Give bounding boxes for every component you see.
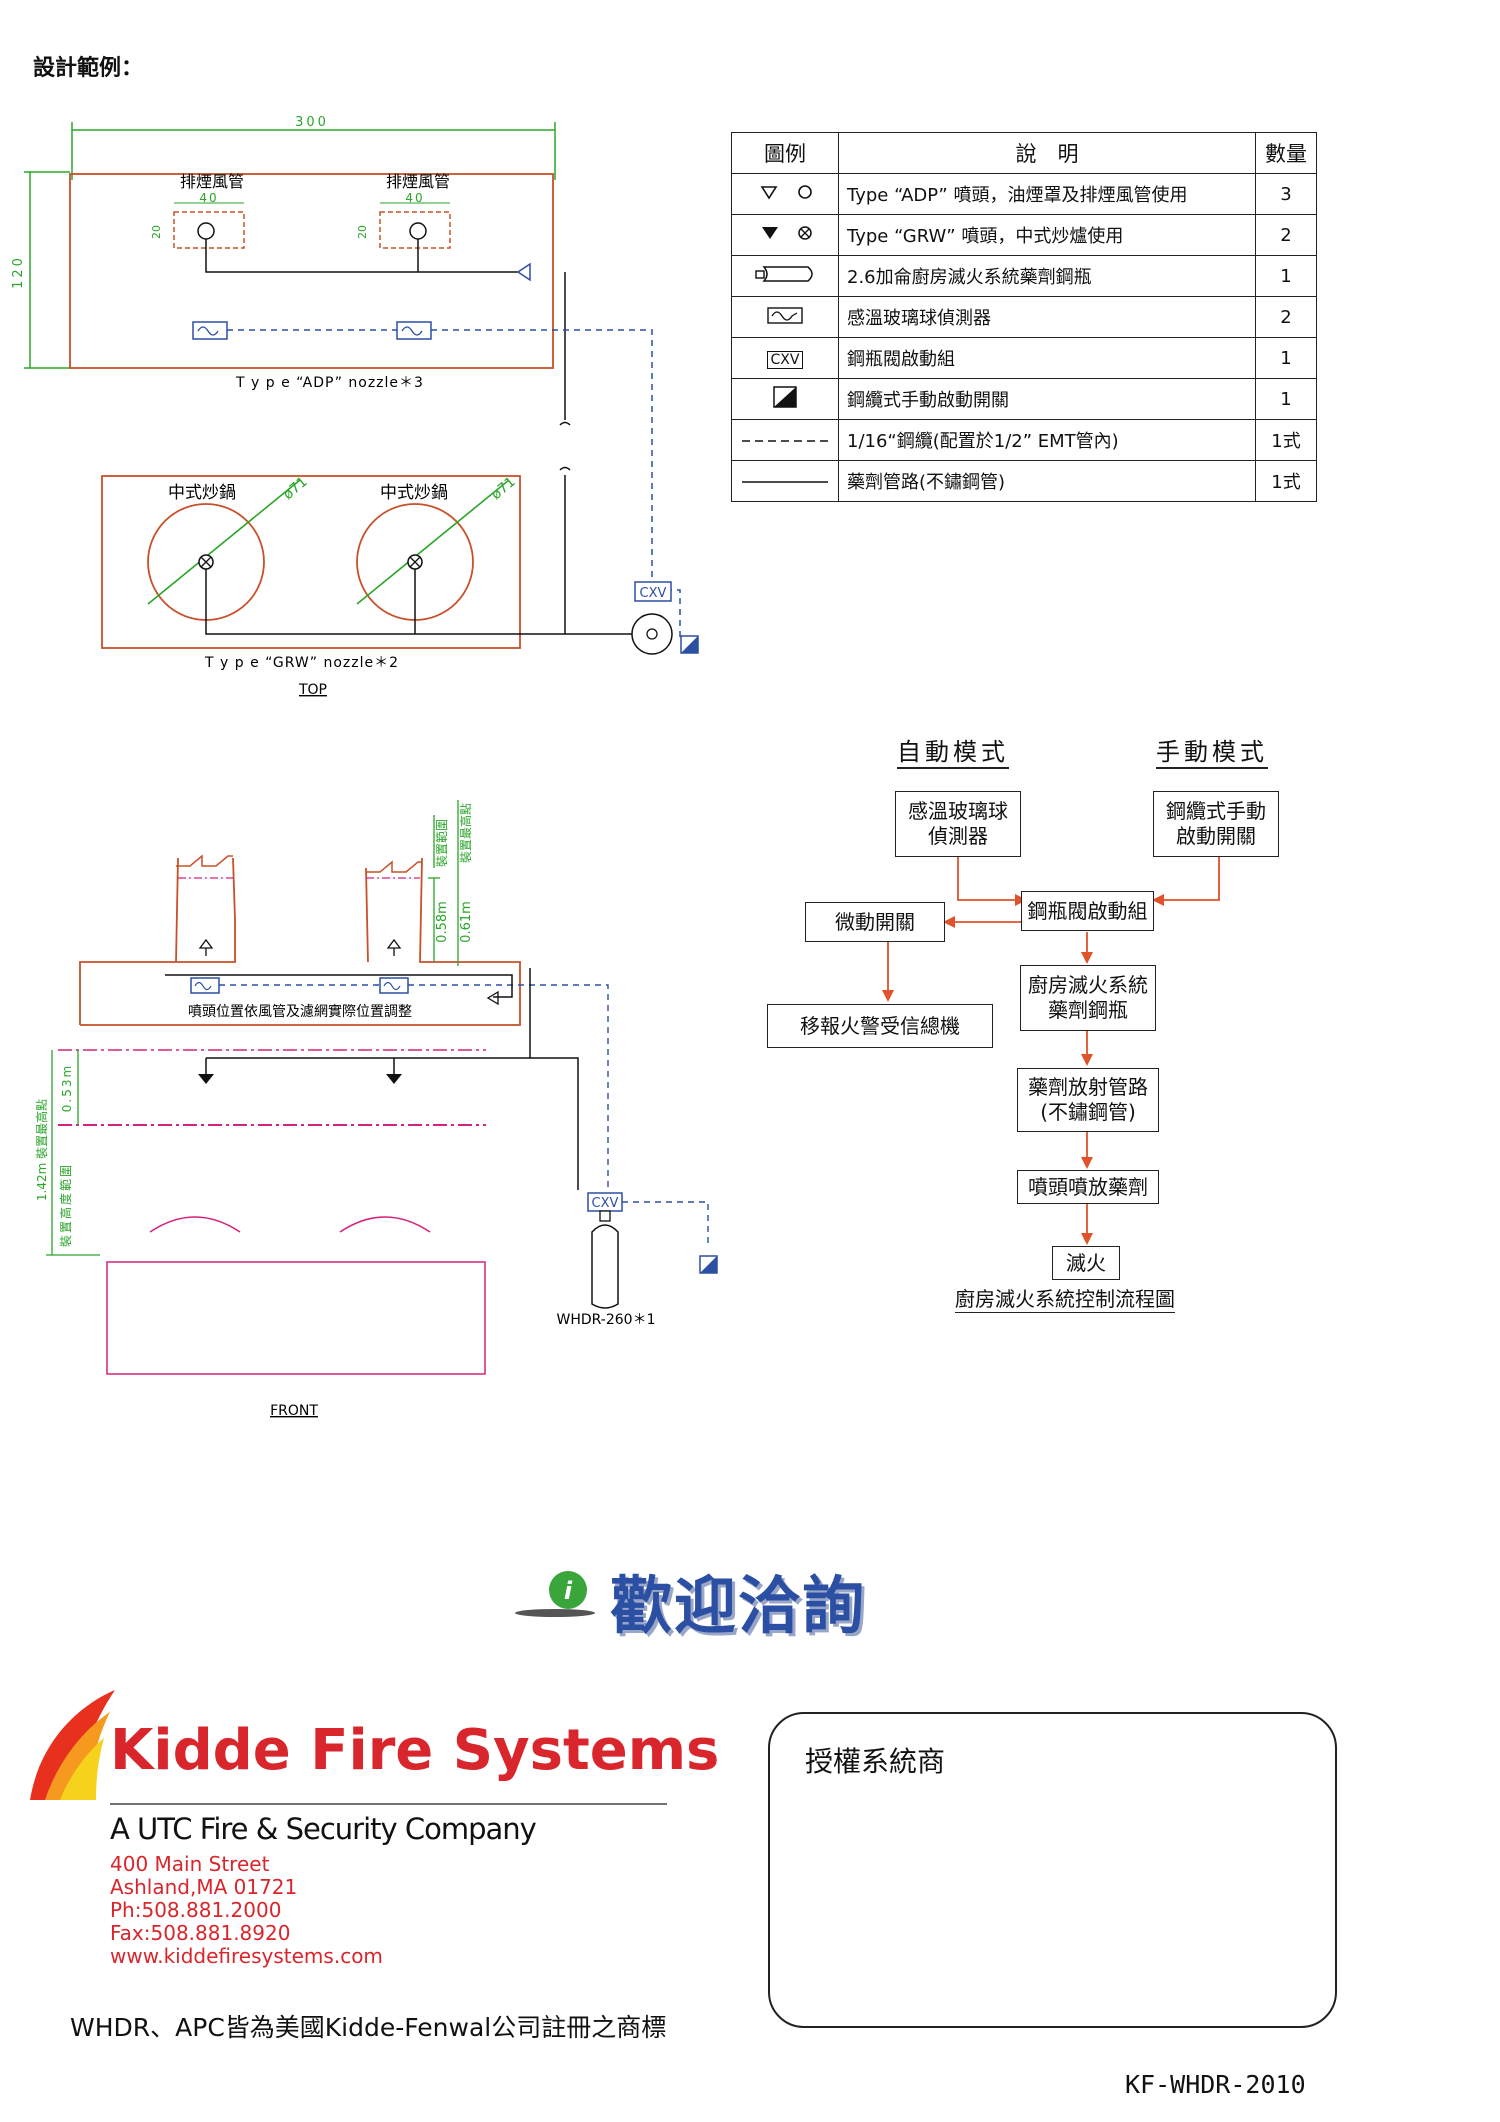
flow-discharge: 噴頭噴放藥劑 xyxy=(1017,1170,1159,1204)
legend-row: Type “ADP” 噴頭，油煙罩及排煙風管使用 3 xyxy=(731,173,1317,215)
address-phone: Ph:508.881.2000 xyxy=(110,1898,282,1922)
grw-caption: T y p e “GRW” nozzle＊2 xyxy=(204,655,399,671)
address-street: 400 Main Street xyxy=(110,1852,270,1876)
dim-053: 0.53m xyxy=(60,1064,74,1112)
legend-desc: 藥劑管路(不鏽鋼管) xyxy=(838,460,1256,502)
cylinder-caption: WHDR-260＊1 xyxy=(557,1312,656,1328)
legend-desc: 1/16“鋼纜(配置於1/2” EMT管內) xyxy=(838,419,1256,461)
wok-label-1: 中式炒鍋 xyxy=(168,483,236,503)
legend-row: 鋼纜式手動啟動開關 1 xyxy=(731,378,1317,420)
hood-label-1: 排煙風管 xyxy=(180,172,244,191)
flow-valve: 鋼瓶閥啟動組 xyxy=(1021,891,1154,931)
dim-058: 0.58m xyxy=(435,901,450,943)
dealer-box xyxy=(768,1712,1337,2028)
solid-line-icon xyxy=(731,460,839,502)
adp-caption: T y p e “ADP” nozzle＊3 xyxy=(235,375,424,391)
legend-row: 1/16“鋼纜(配置於1/2” EMT管內) 1式 xyxy=(731,419,1317,461)
legend-header-desc: 說 明 xyxy=(838,132,1256,174)
address-city: Ashland,MA 01721 xyxy=(110,1875,298,1899)
hood-label-2: 排煙風管 xyxy=(386,172,450,191)
legend-desc: 感溫玻璃球偵測器 xyxy=(838,296,1256,338)
flow-extinguish: 滅火 xyxy=(1052,1246,1120,1280)
kidde-flame-logo xyxy=(30,1690,667,1805)
auto-mode-label: 自動模式 xyxy=(897,732,1009,769)
info-icon: i xyxy=(515,1571,595,1617)
wok-dim-2: ø71 xyxy=(488,474,519,503)
manual-switch-icon xyxy=(731,378,839,420)
address-fax: Fax:508.881.8920 xyxy=(110,1921,291,1945)
label-install-height: 裝置最高點 xyxy=(458,803,473,863)
grw-nozzle-icon xyxy=(731,214,839,256)
legend-qty: 1 xyxy=(1255,378,1317,420)
duct-side-1: 20 xyxy=(150,225,163,239)
detector-icon xyxy=(731,296,839,338)
adp-nozzle-icon xyxy=(731,173,839,215)
dashed-line-icon xyxy=(731,419,839,461)
dim-142: 1.42m 裝置最高點 xyxy=(34,1099,49,1201)
legend-header-qty: 數量 xyxy=(1255,132,1317,174)
label-install-range: 裝置範圍 xyxy=(434,819,449,867)
label-height-range: 裝置高度範圍 xyxy=(58,1163,73,1247)
flow-pipe: 藥劑放射管路 (不鏽鋼管) xyxy=(1017,1068,1159,1132)
welcome-text: 歡迎洽詢 xyxy=(610,1569,867,1642)
flow-micro-switch: 微動開關 xyxy=(805,902,945,942)
trademark-notice: WHDR、APC皆為美國Kidde-Fenwal公司註冊之商標 xyxy=(70,2013,667,2042)
wok-label-2: 中式炒鍋 xyxy=(380,483,448,503)
dim-061: 0.61m xyxy=(459,901,474,943)
legend-desc: Type “GRW” 噴頭，中式炒爐使用 xyxy=(838,214,1256,256)
legend-desc: 鋼纜式手動啟動開關 xyxy=(838,378,1256,420)
legend-row: 2.6加侖廚房滅火系統藥劑鋼瓶 1 xyxy=(731,255,1317,297)
front-note: 噴頭位置依風管及濾網實際位置調整 xyxy=(188,1003,412,1020)
legend-row: CXV 鋼瓶閥啟動組 1 xyxy=(731,337,1317,379)
top-view-label: TOP xyxy=(298,682,327,698)
wok-dim-1: ø71 xyxy=(280,474,311,503)
legend-qty: 1式 xyxy=(1255,460,1317,502)
legend-qty: 1 xyxy=(1255,255,1317,297)
legend-header: 圖例 說 明 數量 xyxy=(731,132,1317,174)
legend-qty: 1式 xyxy=(1255,419,1317,461)
legend-desc: Type “ADP” 噴頭，油煙罩及排煙風管使用 xyxy=(838,173,1256,215)
duct-dim-1: 40 xyxy=(199,191,218,205)
legend-row: Type “GRW” 噴頭，中式炒爐使用 2 xyxy=(731,214,1317,256)
flow-alarm: 移報火警受信總機 xyxy=(767,1004,993,1048)
cxv-symbol-text: CXV xyxy=(766,350,804,369)
flow-cylinder: 廚房滅火系統 藥劑鋼瓶 xyxy=(1020,965,1156,1031)
flow-manual-switch: 鋼纜式手動 啟動開關 xyxy=(1153,791,1279,857)
legend-header-symbol: 圖例 xyxy=(731,132,839,174)
duct-side-2: 20 xyxy=(356,225,369,239)
document-id: KF-WHDR-2010 xyxy=(1125,2070,1306,2099)
front-view: 0.58m 0.61m 裝置範圍 裝置最高點 噴頭位置依風管及濾網實際位置調整 xyxy=(34,800,718,1419)
flow-detector: 感溫玻璃球 偵測器 xyxy=(895,791,1021,857)
flowchart-title: 廚房滅火系統控制流程圖 xyxy=(955,1283,1175,1313)
address-website: www.kiddefiresystems.com xyxy=(110,1944,383,1968)
dealer-label: 授權系統商 xyxy=(805,1745,946,1778)
legend-desc: 2.6加侖廚房滅火系統藥劑鋼瓶 xyxy=(838,255,1256,297)
brand-name: Kidde Fire Systems xyxy=(110,1718,720,1783)
legend-row: 感溫玻璃球偵測器 2 xyxy=(731,296,1317,338)
top-view: 300 120 排煙風管 排煙風管 40 40 20 20 xyxy=(11,115,699,698)
front-view-label: FRONT xyxy=(270,1403,318,1419)
company-tagline: A UTC Fire & Security Company xyxy=(110,1812,537,1846)
cxv-icon: CXV xyxy=(731,337,839,379)
legend-qty: 1 xyxy=(1255,337,1317,379)
svg-text:i: i xyxy=(564,1577,573,1605)
legend-qty: 2 xyxy=(1255,296,1317,338)
duct-dim-2: 40 xyxy=(405,191,424,205)
legend-desc: 鋼瓶閥啟動組 xyxy=(838,337,1256,379)
top-width-dim: 300 xyxy=(295,115,329,130)
top-cxv-label: CXV xyxy=(640,586,667,601)
legend-qty: 2 xyxy=(1255,214,1317,256)
legend-table: 圖例 說 明 數量 Type “ADP” 噴頭，油煙罩及排煙風管使用 3 Typ… xyxy=(731,132,1317,502)
legend-row: 藥劑管路(不鏽鋼管) 1式 xyxy=(731,460,1317,502)
front-cxv-label: CXV xyxy=(592,1196,619,1211)
page-title: 設計範例： xyxy=(33,56,144,81)
cylinder-icon xyxy=(731,255,839,297)
manual-mode-label: 手動模式 xyxy=(1156,732,1268,769)
legend-qty: 3 xyxy=(1255,173,1317,215)
top-height-dim: 120 xyxy=(11,255,26,289)
